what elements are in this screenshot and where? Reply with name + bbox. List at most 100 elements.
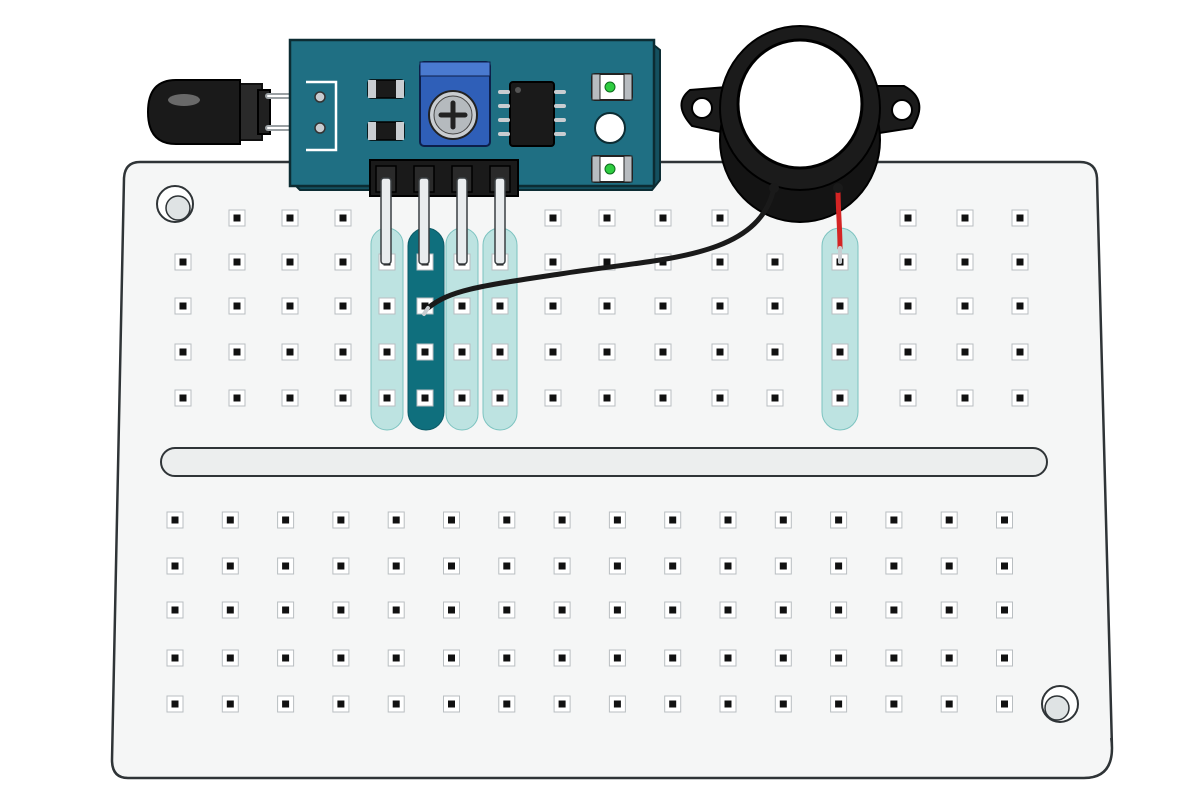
breadboard-hole-pin [549,394,557,402]
breadboard-hole-pin [1016,258,1024,266]
breadboard-hole-pin [613,516,621,524]
breadboard-hole-pin [282,700,290,708]
breadboard-hole-pin [226,516,234,524]
breadboard-hole-pin [835,562,843,570]
breadboard-hole-pin [503,654,511,662]
status-led-bottom [591,155,633,183]
breadboard-hole-pin [282,606,290,614]
breadboard-hole-pin [226,562,234,570]
breadboard-holes [166,209,1029,713]
mounting-hole-bottom-right-inner [1044,695,1070,721]
breadboard-hole-pin [961,258,969,266]
breadboard-hole-pin [448,606,455,614]
screw-cross-icon [438,100,468,130]
breadboard-hole-pin [724,516,732,524]
breadboard-hole-pin [496,394,504,402]
breadboard-hole-pin [835,516,843,524]
black-wire-tip [422,306,430,316]
breadboard [110,160,1114,780]
breadboard-hole-pin [1016,348,1024,356]
silkscreen-outline [306,80,338,152]
breadboard-hole-pin [282,654,290,662]
breadboard-hole-pin [179,302,187,310]
breadboard-hole-pin [448,700,455,708]
breadboard-hole-pin [179,258,187,266]
breadboard-hole-pin [669,606,677,614]
breadboard-hole-pin [613,654,621,662]
breadboard-hole-pin [771,394,779,402]
breadboard-hole-pin [779,606,787,614]
breadboard-hole-pin [779,654,787,662]
smd-resistor [367,79,405,99]
breadboard-hole-pin [1001,700,1008,708]
ir-flame-sensor-led [146,79,321,145]
breadboard-hole-pin [945,700,953,708]
wires [422,183,843,316]
breadboard-hole-pin [503,606,511,614]
wire-entry-point [769,183,779,193]
breadboard-hole-pin [613,562,621,570]
breadboard-hole-pin [613,700,621,708]
breadboard-hole-pin [233,214,241,222]
breadboard-hole-pin [392,516,400,524]
breadboard-hole-pin [448,654,455,662]
header-pin [380,177,392,265]
breadboard-hole-pin [171,700,179,708]
header-pins [369,159,519,265]
breadboard-hole-pin [890,516,898,524]
breadboard-hole-pin [226,700,234,708]
breadboard-hole-pin [1016,214,1024,222]
breadboard-hole-pin [549,302,557,310]
breadboard-hole-pin [724,562,732,570]
black-wire [425,185,777,311]
breadboard-hole-pin [339,214,347,222]
breadboard-hole-pin [337,516,345,524]
breadboard-hole-pin [669,700,677,708]
breadboard-hole-pin [945,562,953,570]
breadboard-hole-pin [286,302,294,310]
breadboard-hole-pin [613,606,621,614]
breadboard-hole-pin [233,258,241,266]
piezo-buzzer [680,25,921,223]
breadboard-hole-pin [496,348,504,356]
breadboard-hole-pin [961,214,969,222]
breadboard-hole-pin [1001,654,1008,662]
breadboard-hole-pin [603,348,611,356]
breadboard-hole-pin [945,606,953,614]
breadboard-hole-pin [904,258,912,266]
breadboard-hole-pin [669,516,677,524]
smd-resistor [367,121,405,141]
breadboard-hole-pin [286,258,294,266]
breadboard-hole-pin [835,654,843,662]
buzzer-tab-hole [891,99,913,121]
breadboard-hole-pin [286,348,294,356]
breadboard-hole-pin [1001,516,1008,524]
breadboard-hole-pin [421,348,429,356]
breadboard-hole-pin [179,394,187,402]
red-wire [835,185,843,251]
breadboard-hole-pin [286,214,294,222]
breadboard-hole-pin [771,348,779,356]
breadboard-hole-pin [669,562,677,570]
breadboard-hole-pin [779,562,787,570]
breadboard-hole-pin [904,394,912,402]
breadboard-hole-pin [659,348,667,356]
breadboard-hole-pin [339,394,347,402]
breadboard-hole-pin [339,348,347,356]
breadboard-hole-pin [549,348,557,356]
breadboard-hole-pin [890,700,898,708]
breadboard-hole-pin [558,700,566,708]
flame-sensor-module [146,38,661,265]
breadboard-hole-pin [392,654,400,662]
breadboard-hole-pin [836,302,844,310]
breadboard-hole-pin [659,394,667,402]
breadboard-hole-pin [282,516,290,524]
breadboard-hole-pin [961,348,969,356]
buzzer-opening [736,38,864,170]
breadboard-hole-pin [171,516,179,524]
breadboard-hole-pin [890,606,898,614]
breadboard-hole-pin [282,562,290,570]
breadboard-hole-pin [724,606,732,614]
breadboard-hole-pin [392,606,400,614]
